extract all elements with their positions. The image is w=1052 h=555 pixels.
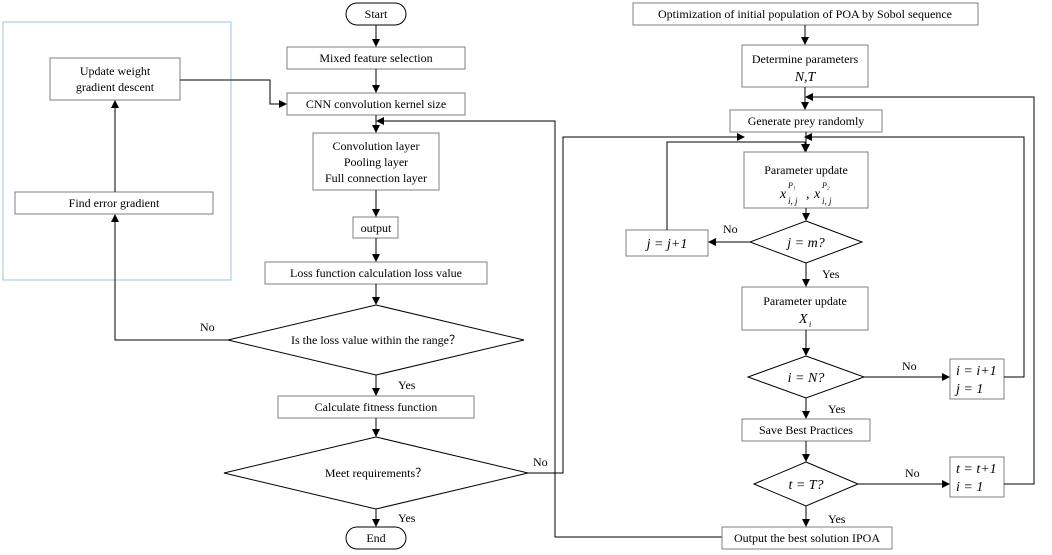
param-update-1-label: Parameter update (764, 163, 848, 177)
param-update-2-label: Parameter update (763, 294, 847, 308)
update-weight-label-2: gradient descent (76, 80, 155, 94)
update-weight-box: Update weight gradient descent (49, 57, 181, 101)
layers-label-full-connection: Full connection layer (325, 171, 427, 185)
end-node: End (345, 526, 407, 550)
j-check-label: j = m? (785, 236, 824, 251)
i-check-yes-label: Yes (828, 402, 846, 416)
save-best-label: Save Best Practices (759, 423, 853, 437)
param-update-2-sub: i (809, 320, 811, 329)
j-inc-label: j = j+1 (645, 237, 688, 252)
t-inc-label-2: i = 1 (956, 480, 983, 495)
i-check-diamond: i = N? (746, 355, 866, 399)
param-update-1-box: Parameter update x i, j P₁ , x i, j P₂ (743, 151, 869, 209)
param-update-1-sub-b: i, j (822, 196, 832, 206)
layers-box: Convolution layer Pooling layer Full con… (312, 132, 440, 191)
end-label: End (366, 531, 385, 545)
i-inc-label-1: i = i+1 (956, 364, 997, 379)
right-edge-labels: No Yes No Yes No Yes (723, 222, 920, 526)
param-update-1-sub-a: i, j (788, 196, 798, 206)
param-update-1-sup-a: P₁ (787, 181, 796, 190)
cnn-kernel-label: CNN convolution kernel size (306, 97, 446, 111)
param-update-1-var-a: x (779, 187, 787, 202)
param-update-1-sup-b: P₂ (821, 181, 830, 190)
sobol-label: Optimization of initial population of PO… (658, 7, 952, 21)
i-inc-box: i = i+1 j = 1 (949, 358, 1005, 400)
j-check-yes-label: Yes (822, 267, 840, 281)
layers-label-convolution: Convolution layer (333, 139, 420, 153)
find-error-label: Find error gradient (69, 196, 160, 210)
mixed-feature-label: Mixed feature selection (319, 51, 432, 65)
cnn-kernel-box: CNN convolution kernel size (286, 92, 466, 116)
param-update-2-box: Parameter update X i (741, 286, 869, 331)
loss-check-label: Is the loss value within the range？ (291, 333, 461, 347)
output-label: output (361, 221, 392, 235)
right-connectors (666, 25, 1035, 527)
output-best-label: Output the best solution IPOA (734, 531, 880, 545)
determine-vars: N,T (794, 70, 817, 85)
output-best-box: Output the best solution IPOA (721, 526, 893, 550)
loss-check-diamond: Is the loss value within the range？ (227, 304, 525, 376)
j-inc-box: j = j+1 (625, 229, 709, 257)
center-edge-labels: No Yes No Yes (200, 320, 548, 525)
start-node: Start (345, 2, 407, 26)
param-update-1-var-b: x (813, 187, 821, 202)
t-inc-box: t = t+1 i = 1 (949, 456, 1005, 498)
meet-req-no-label: No (533, 455, 548, 469)
j-check-diamond: j = m? (748, 220, 864, 264)
i-check-label: i = N? (788, 371, 825, 386)
t-inc-label-1: t = t+1 (956, 462, 997, 477)
fitness-label: Calculate fitness function (315, 400, 438, 414)
output-box: output (352, 216, 399, 239)
t-check-label: t = T? (788, 478, 823, 493)
meet-req-yes-label: Yes (398, 511, 416, 525)
t-check-no-label: No (905, 466, 920, 480)
i-inc-label-2: j = 1 (954, 382, 983, 397)
loss-calc-label: Loss function calculation loss value (290, 266, 462, 280)
center-connectors (111, 25, 745, 538)
meet-req-diamond: Meet requirements？ (223, 436, 529, 510)
gradient-panel (2, 21, 232, 281)
start-label: Start (365, 7, 388, 21)
sobol-box: Optimization of initial population of PO… (632, 2, 979, 26)
loss-calc-box: Loss function calculation loss value (264, 261, 488, 285)
loss-check-no-label: No (200, 320, 215, 334)
determine-label: Determine parameters (752, 52, 859, 66)
prey-label: Generate prey randomly (748, 114, 865, 128)
mixed-feature-box: Mixed feature selection (286, 46, 466, 70)
fitness-box: Calculate fitness function (277, 395, 475, 419)
update-weight-label-1: Update weight (80, 64, 151, 78)
j-check-no-label: No (723, 222, 738, 236)
t-check-yes-label: Yes (828, 512, 846, 526)
save-best-box: Save Best Practices (741, 418, 871, 442)
find-error-box: Find error gradient (14, 191, 214, 215)
loss-check-yes-label: Yes (398, 378, 416, 392)
meet-req-label: Meet requirements？ (325, 466, 427, 480)
prey-box: Generate prey randomly (729, 109, 883, 133)
t-check-diamond: t = T? (752, 461, 860, 507)
layers-label-pooling: Pooling layer (344, 155, 408, 169)
param-update-2-var: X (798, 312, 808, 327)
i-check-no-label: No (902, 359, 917, 373)
param-update-1-comma: , (806, 187, 810, 202)
determine-box: Determine parameters N,T (741, 44, 869, 88)
